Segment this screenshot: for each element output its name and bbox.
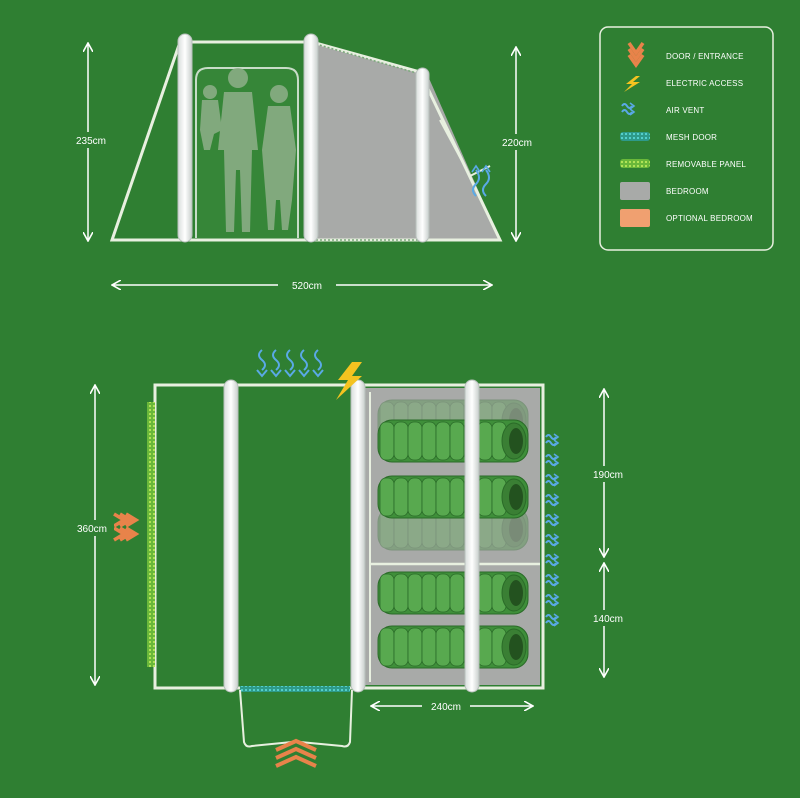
electric-access-icon (336, 362, 362, 400)
bedroom-swatch (620, 182, 650, 200)
people-silhouette-icon (200, 68, 296, 232)
legend-label-bedroom: BEDROOM (666, 187, 709, 196)
side-entrance-icon (112, 526, 138, 542)
legend-label-door: DOOR / ENTRANCE (666, 52, 744, 61)
air-vent-icon (621, 102, 635, 116)
floor-pole-2 (350, 379, 366, 693)
mesh-door (240, 686, 350, 692)
legend-label-optional: OPTIONAL BEDROOM (666, 214, 753, 223)
sleeping-bag (377, 475, 529, 519)
front-entrance-icon (274, 739, 318, 768)
bedroom-lower-label: 140cm (593, 614, 623, 625)
removable-panel (147, 402, 155, 667)
sleeping-bag (377, 625, 529, 669)
tent-outline (109, 40, 503, 242)
side-pole-2 (303, 33, 319, 243)
side-pole-3 (415, 67, 430, 243)
side-bedroom-area (312, 42, 420, 240)
floor-plan: 360cm 190cm 140cm 240cm (72, 349, 627, 768)
top-air-vent-icon (256, 349, 324, 378)
floor-pole-3 (464, 379, 480, 693)
sleeping-bag (377, 571, 529, 615)
floor-pole-1 (223, 379, 239, 693)
side-view: 235cm 220cm 520cm (70, 33, 538, 294)
side-pole-1 (177, 33, 193, 243)
door-entrance-icon (627, 41, 645, 69)
bedroom-upper-label: 190cm (593, 470, 623, 481)
height-left-label: 235cm (76, 136, 106, 147)
legend-label-panel: REMOVABLE PANEL (666, 160, 746, 169)
bedroom-depth-label: 240cm (431, 702, 461, 713)
legend-label-vent: AIR VENT (666, 106, 705, 115)
air-vent-icon (471, 164, 491, 197)
mesh-door-icon (620, 132, 650, 141)
legend-label-mesh: MESH DOOR (666, 133, 717, 142)
side-entrance-icon (112, 512, 138, 528)
width-label: 360cm (77, 524, 107, 535)
side-air-vent-icon (545, 433, 559, 627)
sleeping-bag (377, 419, 529, 463)
electric-access-icon (624, 76, 640, 92)
length-label: 520cm (292, 281, 322, 292)
removable-panel-icon (620, 159, 650, 168)
legend: DOOR / ENTRANCE ELECTRIC ACCESS AIR VENT… (599, 26, 774, 251)
legend-box (599, 26, 774, 251)
porch-outline (239, 689, 353, 748)
legend-label-electric: ELECTRIC ACCESS (666, 79, 743, 88)
optional-bedroom-swatch (620, 209, 650, 227)
height-right-label: 220cm (502, 138, 532, 149)
